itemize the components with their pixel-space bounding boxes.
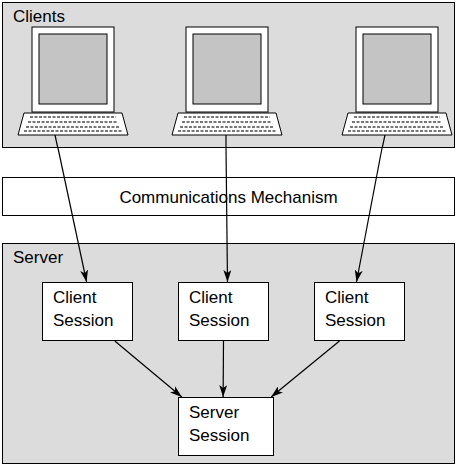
client-computer [18,27,128,135]
computer-wire [55,135,385,148]
keyboard-keys [348,117,446,131]
monitor-frame [32,27,114,112]
process-box: Client Session [178,282,269,341]
node-label: Client Session [43,283,132,332]
process-box: Client Session [42,282,133,341]
monitor-screen [39,34,107,104]
monitor-screen [193,34,261,104]
keyboard-keys [24,117,122,131]
flow-arrow [356,148,382,282]
keyboard-keys [178,117,276,131]
flow-arrow [226,148,227,282]
client-band: Clients [2,2,455,148]
flow-arrow [58,148,87,282]
client-computer [172,27,282,135]
network-band: Communications Mechanism [2,177,455,216]
server-band: ServerClient Session Client Session Client… [2,243,455,464]
monitor-frame [356,27,438,112]
node-label: Server Session [179,398,273,447]
monitor-frame [186,27,268,112]
keyboard [342,113,452,135]
process-box: Client Session [314,282,405,341]
node-label: Clients [13,5,65,28]
node-label: Communications Mechanism [3,185,454,208]
process-box: Server Session [178,397,274,456]
node-label: Client Session [315,283,404,332]
keyboard [172,113,282,135]
keyboard [18,113,128,135]
flow-arrow [271,341,339,397]
node-label: Server [13,246,63,269]
node-label: Client Session [179,283,268,332]
flow-arrow [115,341,182,397]
flow-arrow [223,341,225,397]
monitor-screen [363,34,431,104]
client-computer [342,27,452,135]
